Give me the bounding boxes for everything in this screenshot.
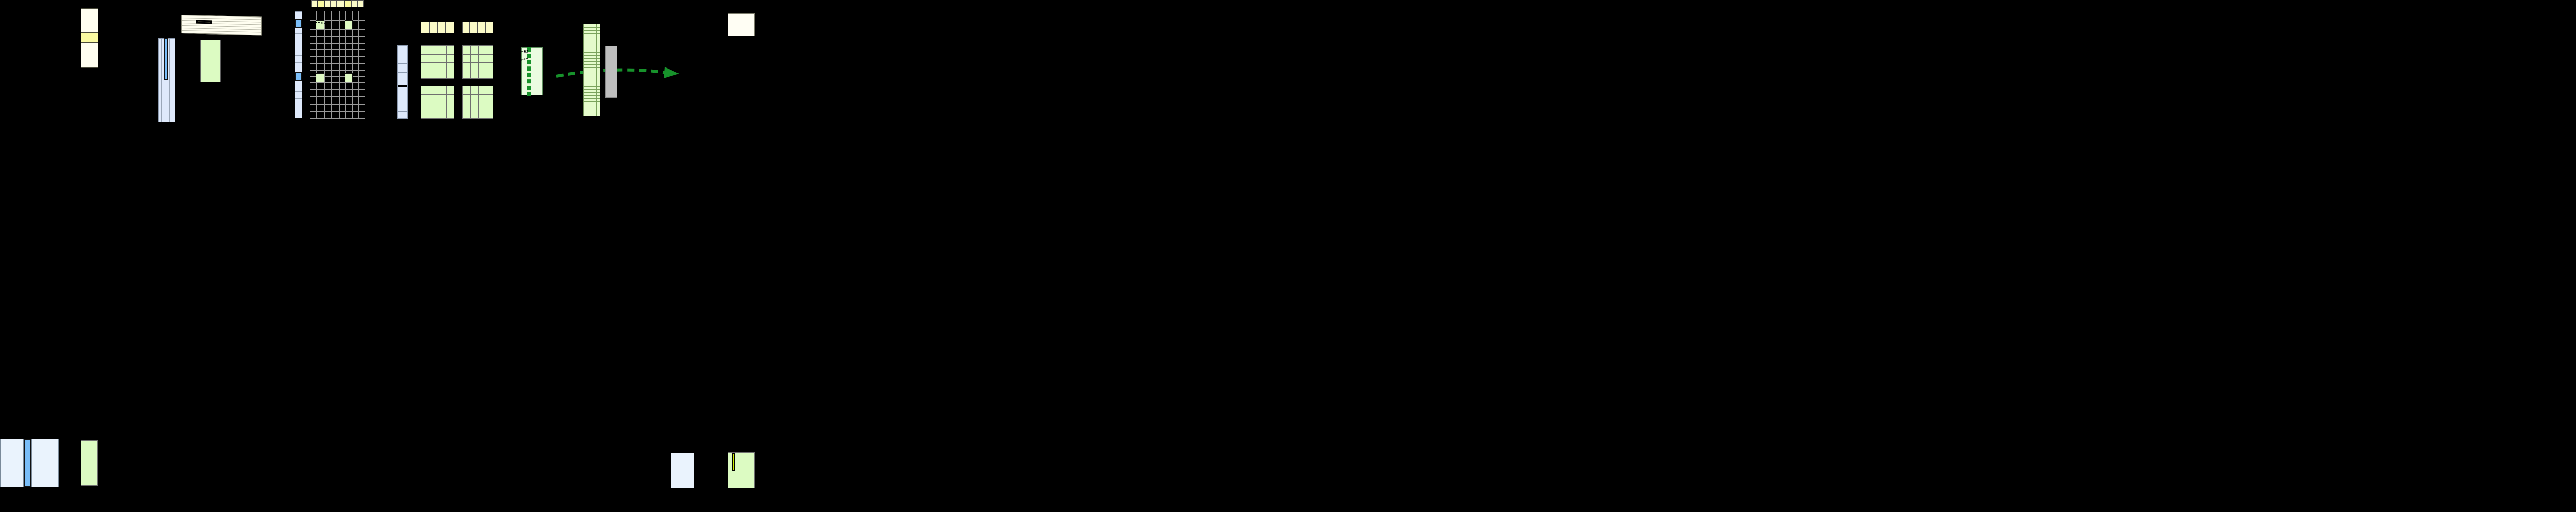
matrix-row-line [310,104,365,105]
matrix-row-line [310,111,365,112]
white-output-tile[interactable] [728,13,755,36]
cream-cell-highlighted[interactable] [81,33,98,42]
sheet-row-divider [182,30,261,33]
block-header-cell[interactable] [437,22,446,33]
green-output-tile[interactable] [728,452,755,488]
matrix-row-line [310,82,365,83]
matrix-block[interactable] [462,86,493,119]
matrix-block[interactable] [421,86,454,119]
gather-flow-arrow [556,67,679,78]
lime-selection-marker[interactable] [732,453,735,471]
matrix-col-line [352,11,353,118]
green-two-column-block [200,40,221,82]
vector-segment[interactable] [0,439,24,487]
block-header-cell[interactable] [478,22,485,33]
matrix-row-line [310,43,365,44]
matrix-row-line [310,29,365,30]
matrix-row-line [310,20,365,21]
yellow-index-row [311,0,364,7]
block-header-cell[interactable] [462,22,470,33]
sheet-row-divider [182,18,261,20]
matrix-cell-selected[interactable] [345,20,353,29]
blue-index-cell-highlighted[interactable] [295,19,302,28]
matrix-row-line [310,70,365,71]
yellow-index-cell[interactable] [337,0,344,7]
blue-row-index-strip [397,45,408,119]
sheet-row-divider [182,20,261,23]
matrix-cell-selected[interactable] [316,20,324,29]
sheet-row-divider [182,28,261,30]
block-header-cell[interactable] [485,22,493,33]
matrix-col-line [345,11,346,118]
block-header-cell[interactable] [429,22,437,33]
yellow-index-cell[interactable] [351,0,358,7]
matrix-col-line [331,11,332,118]
matrix-row-line [310,36,365,37]
skewed-row-sheet [181,15,262,36]
matrix-cell-selected[interactable] [345,73,353,82]
sparse-selection-matrix [310,11,365,119]
small-green-tile[interactable] [81,440,98,486]
grey-placeholder-bar[interactable] [605,46,617,98]
vector-segment-highlighted[interactable] [24,439,31,487]
yellow-index-cell-highlighted[interactable] [344,0,351,7]
block-header-cell[interactable] [470,22,478,33]
matrix-col-line [339,11,340,118]
blue-output-tile[interactable] [671,453,694,488]
matrix-row-line [310,89,365,90]
matrix-col-line [316,11,317,118]
source-cell-marker[interactable] [524,52,528,56]
sheet-row-divider [182,23,261,25]
matrix-row-line [310,118,365,119]
yellow-block-headers [421,22,493,33]
input-vector-strip [0,439,59,487]
yellow-index-cell-highlighted[interactable] [317,0,325,7]
dotted-leader-line [792,118,849,142]
selected-column-dashed[interactable] [527,47,531,96]
gathered-column-panel [521,47,543,96]
yellow-index-cell[interactable] [311,0,317,7]
block-header-cell[interactable] [446,22,454,33]
vector-segment[interactable] [31,439,59,487]
yellow-index-cell[interactable] [358,0,364,7]
block-header-cell[interactable] [421,22,429,33]
cream-cell[interactable] [81,42,98,68]
block-matrix-2x2 [421,45,493,119]
blue-index-column [295,11,302,118]
sheet-row-selected[interactable] [196,20,212,24]
yellow-index-cell[interactable] [331,0,337,7]
cream-cell[interactable] [81,8,98,33]
matrix-cell-selected[interactable] [316,73,324,82]
blue-column-stack [158,38,175,122]
matrix-col-line [324,11,325,118]
blue-column-highlighted[interactable] [164,38,168,80]
matrix-block[interactable] [421,45,454,79]
matrix-col-line [358,11,359,118]
matrix-row-line [310,49,365,50]
dense-green-grid [583,24,600,116]
matrix-row-line [310,56,365,57]
cream-column-block [81,8,98,68]
matrix-row-line [310,76,365,77]
blue-index-cell-highlighted[interactable] [295,72,302,81]
matrix-row-line [310,96,365,97]
sheet-row-divider [182,25,261,28]
yellow-index-cell[interactable] [325,0,331,7]
matrix-block[interactable] [462,45,493,79]
matrix-row-line [310,63,365,64]
